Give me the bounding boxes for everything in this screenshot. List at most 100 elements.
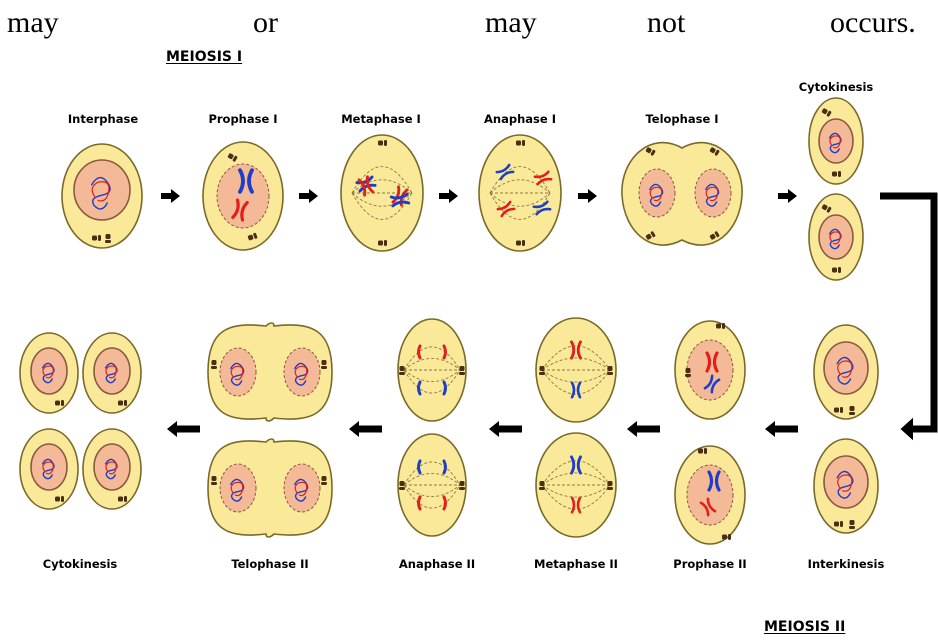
- cell-metaphase-2: [536, 433, 616, 537]
- arrow-head: [171, 189, 180, 203]
- arrow-head: [588, 189, 597, 203]
- centriole-part: [685, 374, 691, 377]
- chromatid: [444, 382, 446, 394]
- centriole: [92, 235, 101, 241]
- centriole: [832, 267, 841, 273]
- centriole-part: [212, 476, 217, 481]
- arrow-shaft: [578, 193, 589, 199]
- arrow-shaft: [439, 193, 450, 199]
- centriole: [105, 234, 111, 243]
- centriole: [516, 240, 525, 246]
- arrow: [489, 421, 522, 437]
- cell-metaphase-2: [536, 318, 616, 422]
- centriole: [716, 323, 725, 329]
- centriole-part: [378, 241, 383, 246]
- centriole-part: [849, 412, 855, 415]
- arrow-head: [765, 421, 775, 437]
- arrow: [299, 189, 318, 203]
- centriole-part: [118, 497, 123, 502]
- centriole-part: [850, 406, 855, 411]
- centriole-part: [722, 535, 727, 540]
- cell-anaphase-2: [398, 434, 466, 536]
- arrow: [578, 189, 597, 203]
- centriole: [539, 481, 545, 490]
- nucleus: [220, 348, 256, 396]
- centriole: [459, 481, 465, 490]
- centriole-part: [522, 240, 525, 246]
- arrow-shaft: [778, 193, 789, 199]
- centriole-part: [399, 487, 405, 490]
- centriole-part: [838, 267, 841, 273]
- centriole-part: [607, 372, 613, 375]
- chromatid: [419, 346, 421, 358]
- centriole: [399, 481, 405, 490]
- chromatid: [444, 497, 446, 509]
- arrow: [439, 189, 458, 203]
- centriole: [685, 368, 691, 377]
- nucleus: [819, 215, 853, 259]
- arrow-head: [489, 421, 499, 437]
- centriole-part: [539, 487, 545, 490]
- centriole-part: [61, 496, 64, 502]
- centriole-part: [106, 234, 111, 239]
- centriole-part: [212, 360, 217, 365]
- arrow: [765, 421, 798, 437]
- centriole-part: [460, 366, 465, 371]
- nucleus: [94, 444, 130, 490]
- cell-interkinesis: [814, 325, 878, 419]
- centriole: [698, 448, 707, 454]
- centriole: [211, 476, 217, 485]
- arrow-shaft: [176, 426, 200, 433]
- centriole: [378, 140, 387, 146]
- arrow-shaft: [636, 426, 660, 433]
- arrow-shaft: [358, 426, 382, 433]
- centriole-part: [321, 366, 327, 369]
- arrow-head: [788, 189, 797, 203]
- cell-cytokinesis-2: [83, 429, 141, 509]
- centriole: [55, 496, 64, 502]
- centriole: [399, 366, 405, 375]
- centriole-part: [849, 526, 855, 529]
- arrow-shaft: [299, 193, 310, 199]
- centriole: [607, 366, 613, 375]
- cell-interphase: [62, 144, 142, 248]
- arrow: [161, 189, 180, 203]
- centriole-part: [834, 408, 839, 413]
- nucleus: [31, 444, 67, 490]
- centriole: [321, 360, 327, 369]
- cell-metaphase-1: [341, 135, 423, 251]
- centriole: [321, 476, 327, 485]
- centriole: [834, 521, 843, 527]
- cell-prophase-2: [675, 446, 745, 544]
- arrow-head: [349, 421, 359, 437]
- centriole-part: [850, 520, 855, 525]
- cell-cytokinesis-1: [809, 98, 863, 184]
- centriole: [607, 481, 613, 490]
- nucleus: [74, 160, 130, 220]
- centriole-part: [321, 482, 327, 485]
- cell-telophase-2: [208, 439, 332, 537]
- centriole-part: [716, 324, 721, 329]
- centriole-part: [459, 487, 465, 490]
- centriole-part: [834, 522, 839, 527]
- arrow-head: [167, 421, 177, 437]
- centriole-part: [322, 476, 327, 481]
- arrow-shaft: [498, 426, 522, 433]
- centriole: [832, 171, 841, 177]
- arrow-shaft: [161, 193, 172, 199]
- nucleus: [824, 342, 868, 394]
- centriole-part: [459, 372, 465, 375]
- arrow: [349, 421, 382, 437]
- chromatid: [419, 382, 421, 394]
- arrow-head: [309, 189, 318, 203]
- centriole: [849, 406, 855, 415]
- centriole-part: [540, 366, 545, 371]
- centriole-part: [124, 496, 127, 502]
- nucleus: [94, 348, 130, 394]
- centriole-part: [608, 366, 613, 371]
- cell-prophase-1: [203, 142, 283, 250]
- centriole-part: [540, 481, 545, 486]
- centriole-part: [607, 487, 613, 490]
- nucleus: [31, 348, 67, 394]
- cell-telophase-2: [208, 323, 332, 421]
